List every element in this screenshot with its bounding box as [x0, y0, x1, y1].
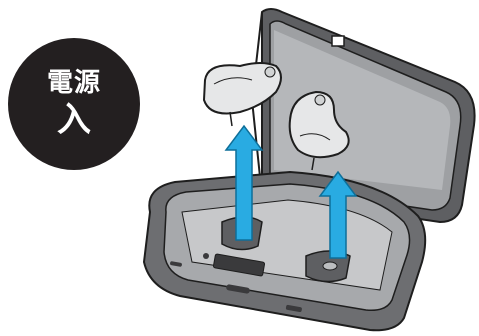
lift-arrow-icon — [318, 170, 358, 259]
earbud-icon — [202, 62, 282, 127]
power-on-badge: 電源 入 — [8, 38, 140, 170]
case-base — [142, 170, 427, 332]
earbud-icon — [288, 90, 350, 171]
badge-label-line2: 入 — [57, 100, 91, 140]
badge-label-line1: 電源 — [46, 68, 101, 98]
case-lid — [250, 8, 476, 224]
lift-arrow-icon — [224, 124, 264, 241]
